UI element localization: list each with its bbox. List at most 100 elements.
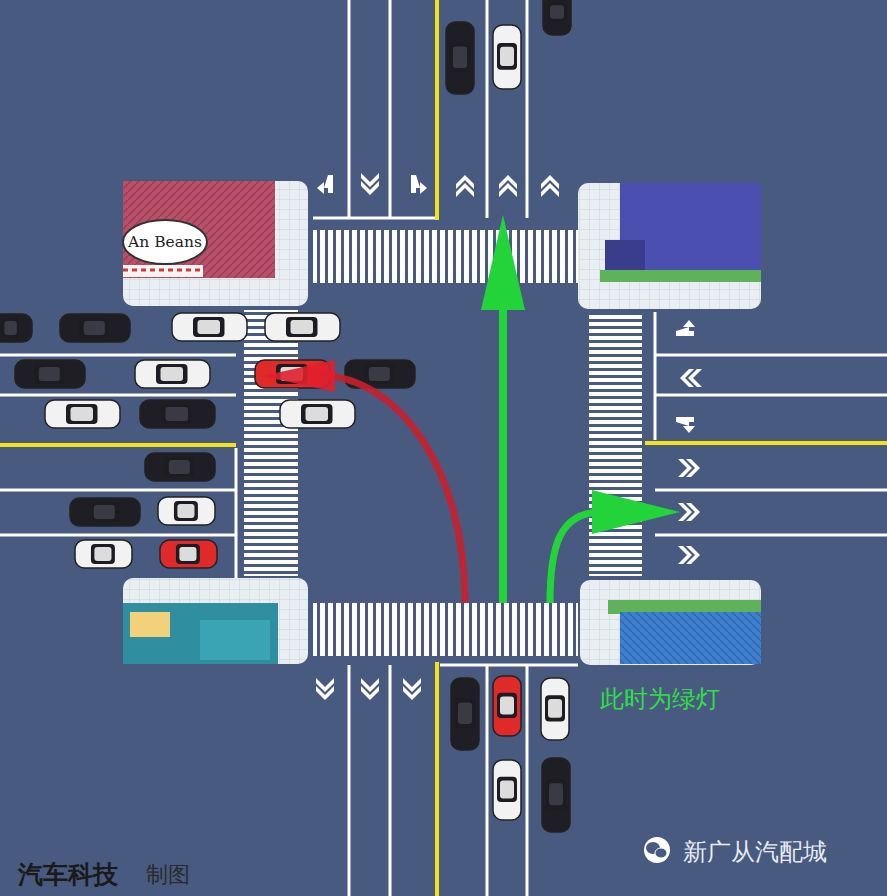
car-roof: [497, 777, 517, 802]
car-roof: [174, 501, 198, 521]
car: [70, 498, 140, 526]
turn-arrow: [317, 175, 333, 194]
chevron: [316, 678, 334, 692]
car-roof: [165, 457, 194, 477]
car-top: [71, 407, 94, 421]
car-roof: [66, 404, 98, 424]
signal-note: 此时为绿灯: [600, 685, 720, 713]
car-top: [549, 783, 563, 805]
car: [60, 314, 130, 342]
car-top: [177, 504, 194, 518]
car-body: [15, 360, 85, 388]
car-body: [542, 758, 570, 832]
turn-arrow: [411, 175, 427, 194]
car: [265, 313, 340, 341]
chevron: [456, 183, 474, 197]
car-top: [306, 407, 329, 421]
car: [493, 676, 521, 736]
watermark-holder: 新广从汽配城: [683, 836, 827, 868]
car-top: [369, 367, 390, 381]
car-body: [493, 25, 521, 89]
car: [542, 758, 570, 832]
car-roof: [90, 502, 119, 522]
chevron-marking: [680, 369, 702, 387]
car-top: [500, 47, 514, 66]
car-roof: [156, 364, 188, 384]
car-body: [280, 400, 355, 428]
car-roof: [301, 404, 333, 424]
chevron-marking: [316, 678, 334, 700]
building-top-right: [578, 183, 761, 309]
car-top: [169, 460, 190, 474]
turn-arrow-shape: [676, 320, 695, 336]
chevron: [361, 678, 379, 692]
car-top: [4, 321, 17, 335]
chevron: [499, 183, 517, 197]
car: [160, 540, 217, 568]
credit-text-holder: 制图: [146, 860, 190, 890]
car-top: [550, 5, 564, 18]
car-top: [166, 407, 189, 421]
car: [15, 360, 85, 388]
cars: [0, 0, 571, 832]
car-top: [94, 547, 111, 561]
car-body: [543, 0, 571, 35]
car: [172, 313, 247, 341]
turn-arrow-shape: [676, 417, 695, 433]
car-top: [161, 367, 184, 381]
car-roof: [91, 544, 115, 564]
chevron-marking: [678, 546, 700, 564]
car-body: [145, 453, 215, 481]
car: [446, 22, 474, 94]
car-top: [500, 780, 514, 798]
car-body: [172, 313, 247, 341]
wechat-icon: [644, 837, 670, 863]
car-roof: [286, 317, 318, 337]
car-roof: [35, 364, 64, 384]
car-roof: [497, 693, 517, 718]
chevron-marking: [403, 678, 421, 700]
lane-markings: [316, 173, 702, 700]
car: [493, 25, 521, 89]
car-top: [179, 547, 196, 561]
shop-sign-text: An Beans: [128, 233, 202, 251]
car: [280, 400, 355, 428]
chevron-marking: [499, 175, 517, 197]
car-top: [94, 505, 115, 519]
car-top: [453, 46, 467, 68]
car-top: [548, 699, 562, 718]
chevron: [541, 183, 559, 197]
car-roof: [161, 404, 193, 424]
car-roof: [450, 42, 470, 72]
turn-arrow: [676, 417, 695, 433]
building-top-left: [123, 181, 308, 306]
car-roof: [547, 3, 567, 22]
car-roof: [176, 544, 200, 564]
car-body: [265, 313, 340, 341]
chevron-marking: [361, 678, 379, 700]
crosswalk: [313, 603, 578, 656]
turn-arrow: [676, 320, 695, 336]
building-bottom-left: [123, 578, 308, 664]
car-roof: [365, 364, 394, 384]
car-body: [135, 360, 210, 388]
car-body: [75, 540, 132, 568]
car: [135, 360, 210, 388]
crosswalk: [313, 230, 578, 283]
car: [451, 678, 479, 750]
car: [543, 0, 571, 35]
car-roof: [2, 318, 20, 338]
car-body: [493, 676, 521, 736]
chevron: [361, 173, 379, 187]
chevron: [678, 459, 692, 477]
chevron: [403, 678, 421, 692]
car: [0, 314, 32, 342]
car-body: [70, 498, 140, 526]
car: [45, 400, 120, 428]
signal-note-holder: 此时为绿灯: [600, 683, 720, 715]
